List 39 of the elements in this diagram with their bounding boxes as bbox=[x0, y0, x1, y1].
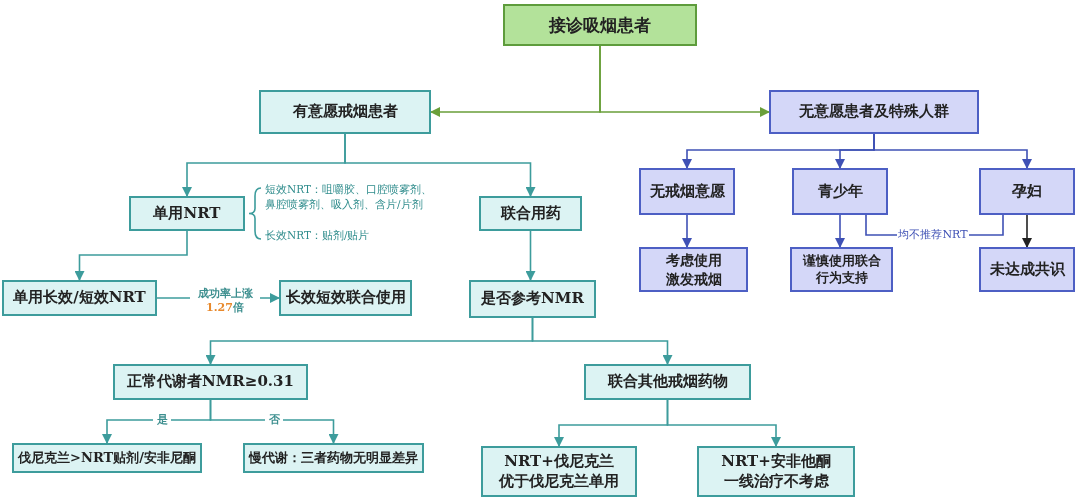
process-box: 是否参考NMR bbox=[469, 280, 596, 318]
edge-label: 是 bbox=[153, 413, 171, 427]
arrow bbox=[1022, 214, 1032, 248]
annotation-text: 短效NRT：咀嚼胶、口腔喷雾剂、鼻腔喷雾剂、吸入剂、含片/片剂 bbox=[265, 182, 433, 213]
start-box: 接诊吸烟患者 bbox=[503, 4, 697, 46]
process-box: NRT+安非他酮一线治疗不考虑 bbox=[697, 446, 855, 497]
process-box: 谨慎使用联合行为支持 bbox=[790, 247, 893, 292]
process-box: 无戒烟意愿 bbox=[639, 168, 735, 215]
edge-label: 成功率上涨 1.27倍 bbox=[190, 287, 260, 315]
connector-line bbox=[968, 214, 1004, 236]
process-box: 联合其他戒烟药物 bbox=[584, 364, 751, 400]
process-box: 联合用药 bbox=[479, 196, 582, 231]
process-box: 青少年 bbox=[792, 168, 888, 215]
arrow bbox=[74, 230, 188, 281]
process-box: 单用NRT bbox=[129, 196, 245, 231]
arrow bbox=[209, 399, 339, 444]
note-text: 均不推荐NRT bbox=[897, 227, 969, 243]
edge-label: 否 bbox=[265, 413, 283, 427]
arrow bbox=[525, 230, 536, 281]
arrow bbox=[666, 399, 781, 447]
arrow bbox=[531, 317, 673, 365]
process-box: 有意愿戒烟患者 bbox=[259, 90, 431, 134]
process-box: 无意愿患者及特殊人群 bbox=[769, 90, 979, 134]
arrow bbox=[344, 133, 536, 197]
process-box: 正常代谢者NMR≥0.31 bbox=[113, 364, 308, 400]
arrow bbox=[682, 214, 692, 248]
arrow bbox=[599, 45, 770, 117]
process-box: 孕妇 bbox=[979, 168, 1075, 215]
process-box: 长效短效联合使用 bbox=[279, 280, 412, 316]
process-box: 慢代谢：三者药物无明显差异 bbox=[243, 443, 424, 473]
process-box: NRT+伐尼克兰优于伐尼克兰单用 bbox=[481, 446, 637, 497]
process-box: 单用长效/短效NRT bbox=[2, 280, 157, 316]
annotation-text: 长效NRT：贴剂/贴片 bbox=[265, 228, 371, 243]
process-box: 伐尼克兰>NRT贴剂/安非尼酮 bbox=[12, 443, 202, 473]
connector-line bbox=[865, 214, 898, 236]
arrow bbox=[835, 214, 845, 248]
arrow bbox=[873, 133, 1032, 169]
process-box: 未达成共识 bbox=[979, 247, 1075, 292]
process-box: 考虑使用激发戒烟 bbox=[639, 247, 748, 292]
